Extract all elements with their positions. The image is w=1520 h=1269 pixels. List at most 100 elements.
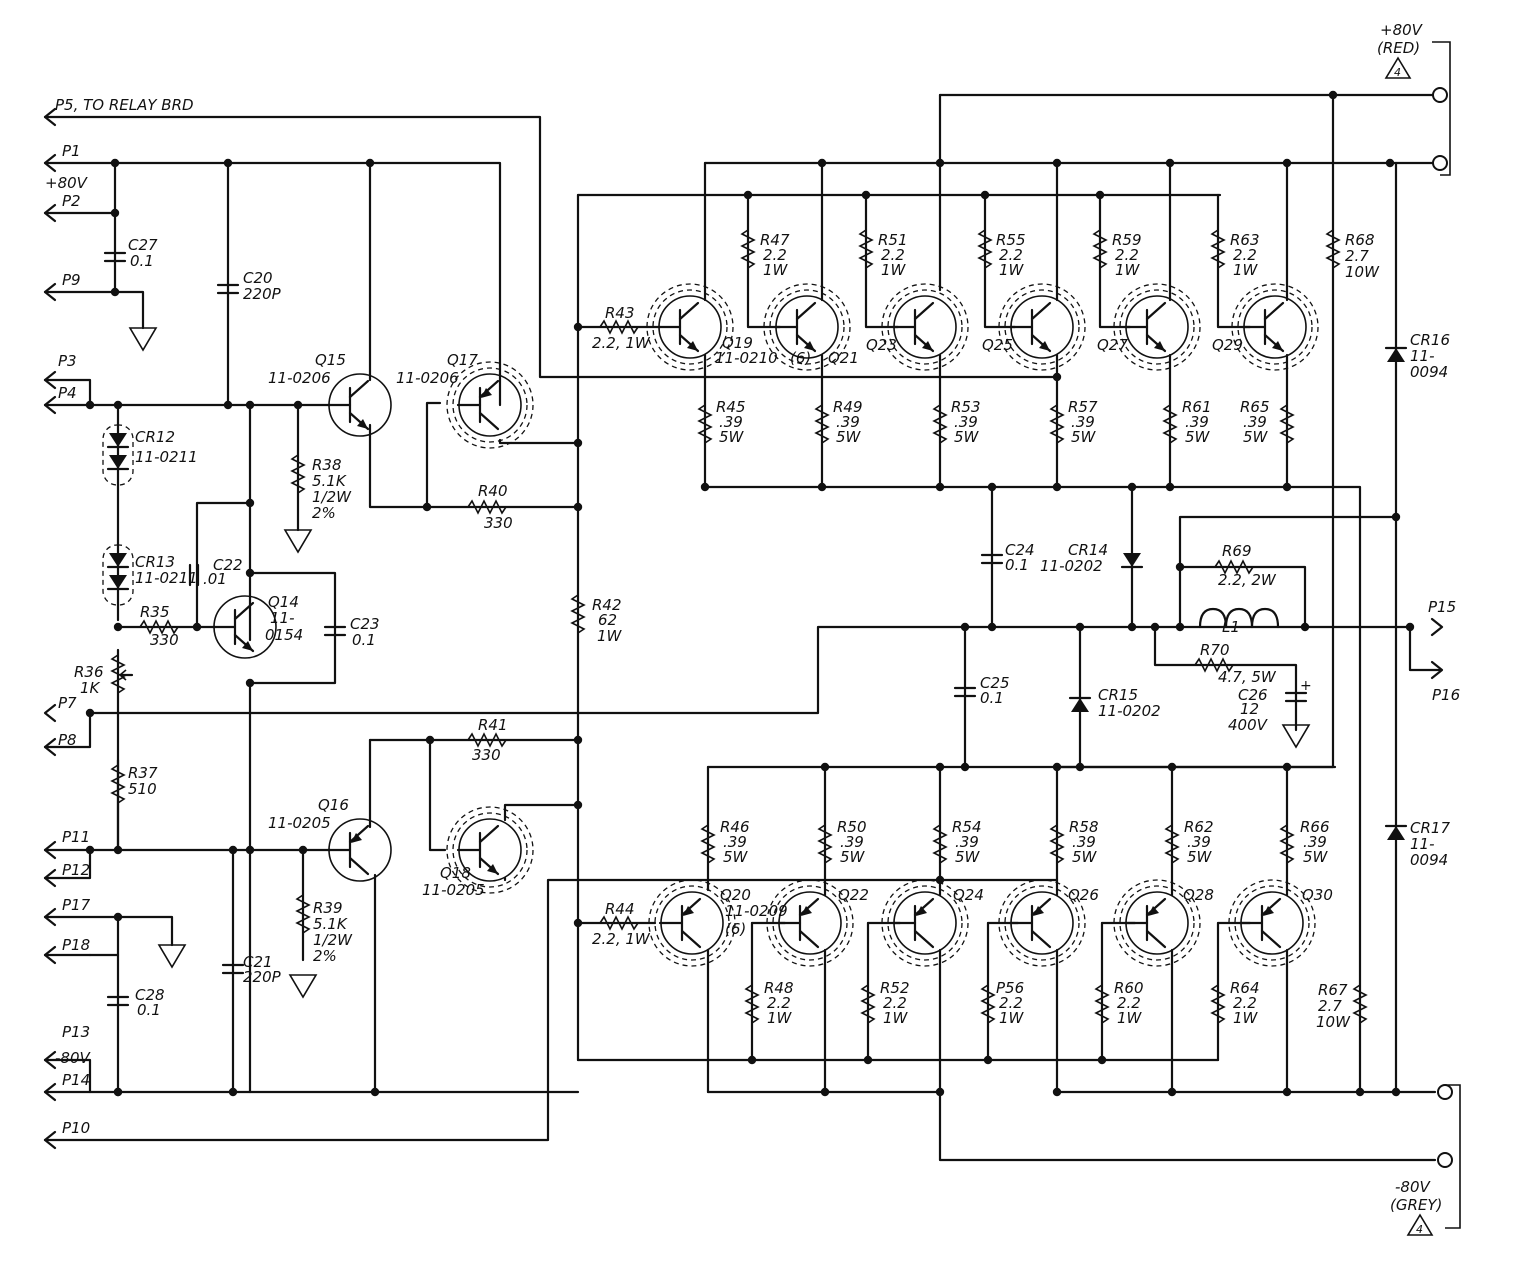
junction-dot	[987, 482, 997, 492]
stage-resistor-ref: R60	[1114, 979, 1144, 997]
label-p11: P11	[62, 828, 90, 846]
junction-dot	[245, 400, 255, 410]
stage-resistor-value: 2.2	[1233, 994, 1257, 1012]
stage-resistor-watt: 1W	[1115, 261, 1141, 279]
stage-resistor-value: .39	[723, 833, 747, 851]
q28-ref: Q28	[1183, 886, 1214, 904]
c27-ref: C27	[128, 236, 158, 254]
label-p17: P17	[62, 896, 91, 914]
junction-dot	[370, 1087, 380, 1097]
r44-ref: R44	[605, 900, 635, 918]
junction-dot	[1052, 1087, 1062, 1097]
label-p3: P3	[58, 352, 77, 370]
junction-dot	[113, 1087, 123, 1097]
stage-resistor-value: .39	[1187, 833, 1211, 851]
stage-resistor-watt: 5W	[1303, 848, 1329, 866]
r42-watt: 1W	[597, 627, 623, 645]
stage-resistor-watt: 5W	[1072, 848, 1098, 866]
cr17-ref: CR17	[1410, 819, 1450, 837]
label-p1: P1	[62, 142, 81, 160]
r43-ref: R43	[605, 304, 635, 322]
junction-dot	[935, 762, 945, 772]
cr13-ref: CR13	[135, 553, 175, 571]
junction-dot	[935, 482, 945, 492]
ground-symbol	[284, 529, 312, 553]
stage-resistor-ref: R62	[1184, 818, 1214, 836]
stage-resistor-ref: R50	[837, 818, 867, 836]
q21-ref: Q21	[828, 349, 859, 367]
stage-resistor-ref: R59	[1112, 231, 1142, 249]
junction-dot	[85, 708, 95, 718]
junction-dot	[223, 400, 233, 410]
stage-resistor-value: .39	[954, 413, 978, 431]
stage-resistor-ref: R61	[1182, 398, 1212, 416]
junction-dot	[110, 158, 120, 168]
junction-dot	[820, 1087, 830, 1097]
stage-resistor-value: .39	[1185, 413, 1209, 431]
supply-terminals: 4 4	[1384, 41, 1461, 1236]
stage-resistor-watt: 1W	[763, 261, 789, 279]
stage-resistor-ref: P56	[996, 979, 1024, 997]
r35-val: 330	[150, 631, 179, 649]
r39-ref: R39	[313, 899, 343, 917]
junction-dot	[863, 1055, 873, 1065]
stage-resistor-watt: 1W	[1233, 261, 1259, 279]
junction-dot	[425, 735, 435, 745]
junction-dot	[573, 502, 583, 512]
q20-part: 11-0209	[725, 902, 788, 920]
junction-dot	[743, 190, 753, 200]
label-p16: P16	[1432, 686, 1460, 704]
cr16-part-b: 0094	[1410, 363, 1448, 381]
stage-resistor-ref: R65	[1240, 398, 1270, 416]
label-p7: P7	[58, 694, 77, 712]
stage-resistor-value: 2.2	[999, 246, 1023, 264]
cr16-part-a: 11-	[1410, 347, 1435, 365]
r44-val: 2.2, 1W	[592, 930, 651, 948]
c27-val: 0.1	[130, 252, 154, 270]
junction-dot	[113, 912, 123, 922]
junction-dot	[245, 568, 255, 578]
stage-resistor-watt: 1W	[1233, 1009, 1259, 1027]
r38-ref: R38	[312, 456, 342, 474]
stage-resistor-value: .39	[719, 413, 743, 431]
junction-dot	[980, 190, 990, 200]
stage-resistor-watt: 1W	[767, 1009, 793, 1027]
stage-resistor-watt: 1W	[999, 261, 1025, 279]
junction-dot	[1052, 482, 1062, 492]
c26-val: 12	[1240, 700, 1259, 718]
junction-dot	[1300, 622, 1310, 632]
r38-tol: 2%	[312, 504, 336, 522]
junction-dot	[110, 287, 120, 297]
r38-val: 5.1K	[312, 472, 347, 490]
junction-dot	[935, 875, 945, 885]
r69-val: 2.2, 2W	[1218, 571, 1277, 589]
stage-resistor-value: 2.2	[1115, 246, 1139, 264]
stage-resistor-watt: 5W	[1185, 428, 1211, 446]
c24-ref: C24	[1005, 541, 1035, 559]
label-minus80: -80V	[1395, 1178, 1431, 1196]
q19-ref: Q19	[722, 334, 753, 352]
junction-dot	[1175, 562, 1185, 572]
junction-dot	[1127, 482, 1137, 492]
stage-resistor-value: .39	[955, 833, 979, 851]
inductor-l1	[1198, 607, 1280, 629]
junction-dot	[228, 1087, 238, 1097]
r39-tol: 2%	[313, 947, 337, 965]
r39-watt: 1/2W	[313, 931, 353, 949]
q14-ref: Q14	[268, 593, 299, 611]
junction-dot	[1127, 622, 1137, 632]
cr15-part: 11-0202	[1098, 702, 1161, 720]
junction-dot	[1282, 1087, 1292, 1097]
stage-resistor-ref: R48	[764, 979, 794, 997]
stage-resistor-value: 2.2	[767, 994, 791, 1012]
q19-part: 11-0210	[715, 349, 778, 367]
cr15-ref: CR15	[1098, 686, 1138, 704]
junction-dot	[1165, 158, 1175, 168]
c24-val: 0.1	[1005, 556, 1029, 574]
r43-val: 2.2, 1W	[592, 334, 651, 352]
r70-val: 4.7, 5W	[1218, 668, 1277, 686]
stage-resistor-value: .39	[1243, 413, 1267, 431]
junction-dot	[365, 158, 375, 168]
junction-dot	[1150, 622, 1160, 632]
q15-ref: Q15	[315, 351, 346, 369]
